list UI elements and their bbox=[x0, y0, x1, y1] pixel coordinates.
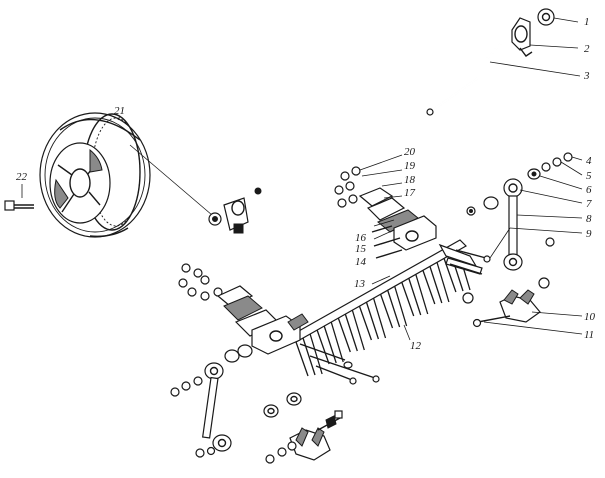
callout-20: 20 bbox=[404, 146, 416, 158]
callout-10: 10 bbox=[584, 311, 596, 323]
washers-right bbox=[527, 152, 573, 180]
bar-bolts-left bbox=[299, 343, 380, 385]
bolt-22 bbox=[4, 200, 34, 211]
centre-bearing-stack bbox=[334, 166, 437, 259]
callout-21: 21 bbox=[114, 105, 125, 117]
knife-tine bbox=[429, 265, 443, 304]
knife-tine bbox=[344, 313, 358, 352]
callout-13: 13 bbox=[354, 278, 366, 290]
knife-tine bbox=[365, 301, 380, 340]
callout-12: 12 bbox=[410, 340, 422, 352]
knife-tine bbox=[337, 317, 351, 353]
bearing-housing-left bbox=[208, 197, 249, 234]
callout-9: 9 bbox=[586, 228, 592, 240]
callout-7: 7 bbox=[586, 198, 592, 210]
knife-tine bbox=[316, 329, 330, 365]
bracket-right bbox=[472, 289, 541, 328]
bar-bolts-right bbox=[438, 243, 491, 275]
connecting-rod-right bbox=[462, 178, 555, 304]
pulley-wheel bbox=[39, 112, 151, 238]
knife-tine bbox=[351, 309, 365, 351]
knife-tine bbox=[302, 337, 316, 376]
callout-6: 6 bbox=[586, 184, 592, 196]
knife-tine bbox=[422, 269, 436, 305]
knife-tine bbox=[372, 297, 387, 339]
knife-tine bbox=[330, 321, 344, 363]
callout-8: 8 bbox=[586, 213, 592, 225]
knife-bar bbox=[289, 239, 467, 343]
pulley-leader-line bbox=[129, 144, 213, 216]
callout-19: 19 bbox=[404, 160, 416, 172]
knife-tine bbox=[386, 289, 401, 328]
left-bearing-stack bbox=[178, 263, 309, 355]
bushings-bottom bbox=[263, 392, 302, 418]
callout-14: 14 bbox=[355, 256, 367, 268]
knife-tine bbox=[393, 285, 408, 327]
callout-16: 16 bbox=[355, 232, 367, 244]
knife-tine bbox=[408, 277, 422, 316]
knife-tine bbox=[415, 273, 429, 315]
callout-5: 5 bbox=[586, 170, 592, 182]
callout-numbers: 1 2 3 4 5 6 7 8 9 10 11 12 13 14 15 16 1… bbox=[16, 16, 596, 352]
knife-tines bbox=[295, 249, 471, 377]
callout-4: 4 bbox=[586, 155, 592, 167]
top-bearing-parts bbox=[511, 8, 555, 57]
callout-22: 22 bbox=[16, 171, 28, 183]
knife-tine bbox=[358, 305, 373, 341]
callout-11: 11 bbox=[584, 329, 594, 341]
knife-tine bbox=[401, 281, 415, 317]
knife-tine bbox=[295, 341, 309, 377]
bracket-bottom bbox=[265, 410, 343, 464]
knife-tine bbox=[436, 261, 450, 303]
crank-shaft bbox=[254, 40, 504, 195]
callout-18: 18 bbox=[404, 174, 416, 186]
callout-2: 2 bbox=[584, 43, 590, 55]
leader-lines bbox=[21, 17, 583, 341]
connecting-rod-left bbox=[170, 344, 253, 458]
callout-17: 17 bbox=[404, 187, 416, 199]
knife-tine bbox=[379, 293, 394, 329]
callout-3: 3 bbox=[583, 70, 590, 82]
callout-15: 15 bbox=[355, 243, 367, 255]
callout-1: 1 bbox=[584, 16, 590, 28]
